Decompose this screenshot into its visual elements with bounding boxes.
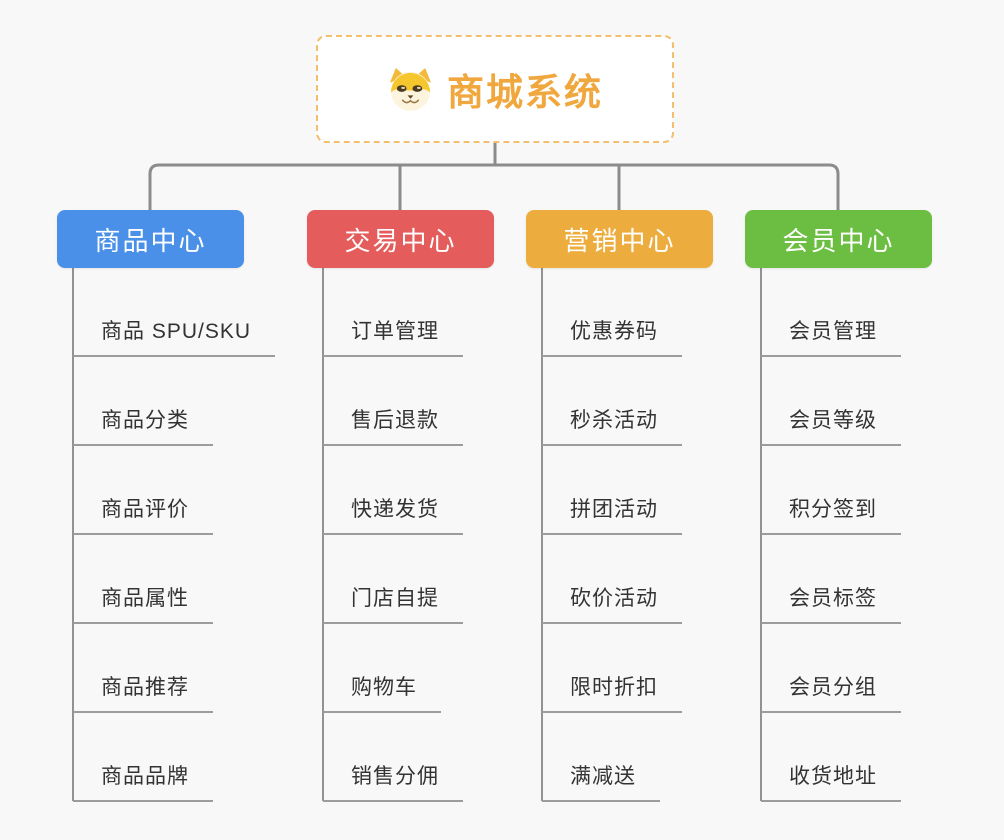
node-coupon-code[interactable]: 优惠券码 — [542, 317, 682, 357]
node-product-recommend[interactable]: 商品推荐 — [73, 673, 213, 713]
node-express-delivery[interactable]: 快递发货 — [323, 495, 463, 535]
node-points-checkin[interactable]: 积分签到 — [761, 495, 901, 535]
node-shipping-address[interactable]: 收货地址 — [761, 762, 901, 802]
branch-marketing-center[interactable]: 营销中心 — [526, 210, 713, 268]
node-flash-sale[interactable]: 秒杀活动 — [542, 406, 682, 446]
node-product-brand[interactable]: 商品品牌 — [73, 762, 213, 802]
node-store-pickup[interactable]: 门店自提 — [323, 584, 463, 624]
root-title: 商城系统 — [447, 72, 603, 113]
branch-label: 商品中心 — [94, 225, 207, 256]
node-aftersale-refund[interactable]: 售后退款 — [323, 406, 463, 446]
node-member-group[interactable]: 会员分组 — [761, 673, 901, 713]
node-product-attribute[interactable]: 商品属性 — [73, 584, 213, 624]
branch-label: 营销中心 — [563, 225, 676, 256]
node-bargain-activity[interactable]: 砍价活动 — [542, 584, 682, 624]
branch-trade-center[interactable]: 交易中心 — [307, 210, 494, 268]
branch-product-center[interactable]: 商品中心 — [57, 210, 244, 268]
root-node[interactable]: 商城系统 — [316, 35, 674, 143]
node-product-category[interactable]: 商品分类 — [73, 406, 213, 446]
node-order-management[interactable]: 订单管理 — [323, 317, 463, 357]
node-shopping-cart[interactable]: 购物车 — [323, 673, 441, 713]
branch-member-center[interactable]: 会员中心 — [745, 210, 932, 268]
node-member-management[interactable]: 会员管理 — [761, 317, 901, 357]
node-full-reduction[interactable]: 满减送 — [542, 762, 660, 802]
node-group-buy[interactable]: 拼团活动 — [542, 495, 682, 535]
node-member-level[interactable]: 会员等级 — [761, 406, 901, 446]
node-product-spu-sku[interactable]: 商品 SPU/SKU — [73, 317, 276, 357]
node-member-tag[interactable]: 会员标签 — [761, 584, 901, 624]
node-sales-commission[interactable]: 销售分佣 — [323, 762, 463, 802]
node-limited-time-discount[interactable]: 限时折扣 — [542, 673, 682, 713]
dog-face-icon — [389, 67, 432, 111]
node-product-review[interactable]: 商品评价 — [73, 495, 213, 535]
branch-label: 会员中心 — [782, 225, 895, 256]
branch-label: 交易中心 — [344, 225, 457, 256]
